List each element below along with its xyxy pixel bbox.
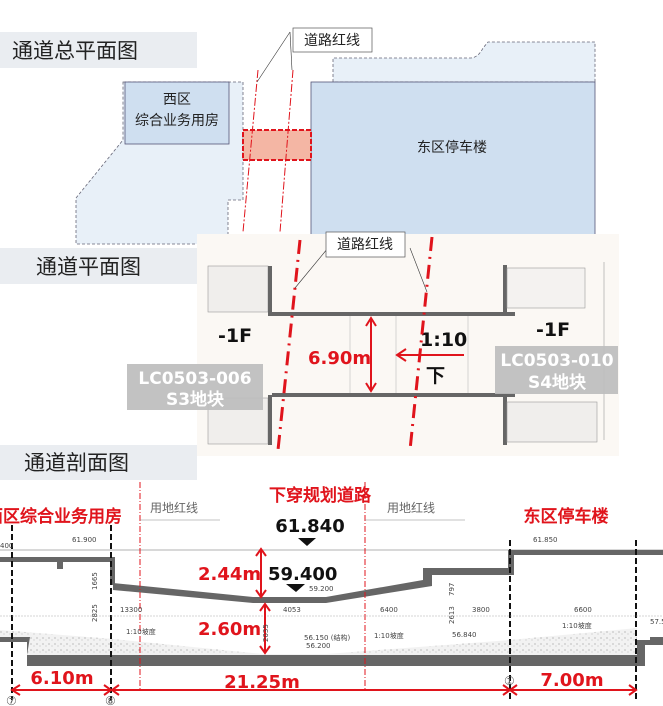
axis-label-7: ⑦ [6,694,17,706]
axis-label-1: ① [504,674,515,688]
floor-plan-title-box [0,248,197,284]
dim-middle: 21.25m [224,672,300,693]
east-toilet-room [506,267,586,309]
east-plot-name: S4地块 [528,372,587,393]
elev-struct: 56.150 (结构) [304,633,350,642]
east-building [310,81,596,243]
road-red-line-label: 道路红线 [337,237,393,253]
dim-2613: 2613 [448,606,456,624]
west-level-label: -1F [218,325,252,347]
site-plan-title-box [0,32,197,68]
passage-area [242,129,312,161]
floor-plan: 通道平面图 -1F -1F LC0503-006 S3地块 LC0503-010… [0,231,619,456]
site-plan: 通道总平面图 西区 综合业务用房 东区停车楼 道路红线 [0,27,596,245]
road-red-line-label-box [292,27,373,53]
elev-roof-small: 59.200 [309,585,334,593]
slope-direction: 下 [426,365,445,387]
elev-left-edge: 400 [0,542,13,550]
dim-west: 6.10m [30,668,93,689]
east-room [506,401,598,443]
roof-elevation: 59.400 [268,564,337,585]
elevation-marker-icon [298,538,316,546]
arrow-heads [365,316,377,393]
dimension-arrow-heads [10,684,638,696]
arrow-heads [259,602,271,655]
east-level-label: -1F [536,319,570,341]
east-building-label: 东区停车楼 [417,139,487,156]
dim-6600: 6600 [574,606,592,614]
road-red-line-west [276,239,302,451]
leader-line [289,31,293,71]
corridor-wall-top [272,312,515,316]
elev-east-floor: 56.840 [452,631,477,639]
road-red-line-label: 道路红线 [304,33,360,49]
land-line-label-left: 用地红线 [150,500,198,515]
slope-arrow-head-icon [395,348,407,362]
west-plot-label-box [127,364,263,410]
dim-797: 797 [448,583,456,596]
east-plot-code: LC0503-010 [500,351,613,371]
west-room [207,265,269,313]
east-site-area [332,41,596,83]
dim-2825: 2825 [91,604,99,622]
road-red-line-east [408,236,434,451]
west-building-label-2: 综合业务用房 [135,113,219,129]
dim-3800: 3800 [472,606,490,614]
clear-height: 2.60m [198,619,261,640]
dim-6400: 6400 [380,606,398,614]
east-building-label: 东区停车楼 [524,506,609,527]
dim-13300: 13300 [120,606,142,614]
axis-label-8: ⑧ [105,694,116,706]
beam [57,557,63,569]
elev-east: 61.850 [533,536,558,544]
slope-note-1: 1:10坡度 [126,627,156,636]
road-red-line-label-box [325,231,406,258]
wall [268,266,272,316]
elev-west: 61.900 [72,536,97,544]
west-building-label-1: 西区 [163,92,191,108]
bottom-slab [0,637,663,666]
east-roof-slab [514,550,663,555]
elev-right-edge: 57.5 [650,618,663,626]
leader-line [256,31,291,83]
wall [268,395,272,445]
width-dimension: 6.90m [308,348,371,369]
gravel-fill [0,628,637,655]
section-title-box [0,445,197,480]
slope-note-3: 1:10坡度 [562,621,592,630]
west-building [124,81,230,145]
wall [503,265,507,315]
floor-plan-title: 通道平面图 [36,255,141,279]
section-title: 通道剖面图 [24,451,129,475]
elevation-marker-icon [286,584,305,592]
west-plot-name: S3地块 [166,389,225,410]
land-line-label-right: 用地红线 [387,500,435,515]
cover-depth: 2.44m [198,564,261,585]
road-red-line-east [279,69,294,233]
road-red-line-west [242,69,259,233]
site-plan-title: 通道总平面图 [12,39,138,63]
elev-floor: 56.200 [306,642,331,650]
west-plot-code: LC0503-006 [138,369,251,389]
leader-line [409,247,428,293]
wall [503,395,507,445]
arrow-heads [255,547,267,599]
road-label: 下穿规划道路 [269,485,372,506]
dim-east: 7.00m [540,670,603,691]
dim-4053: 4053 [283,606,301,614]
corridor-wall-bottom [272,393,515,397]
dim-2035: 2035 [262,624,270,642]
slope-label: 1:10 [420,329,467,351]
dim-1665: 1665 [91,572,99,590]
wall [110,557,115,585]
east-plot-label-box [495,346,618,394]
slope-note-2: 1:10坡度 [374,631,404,640]
leader-line [294,247,329,289]
road-elevation: 61.840 [275,516,344,537]
